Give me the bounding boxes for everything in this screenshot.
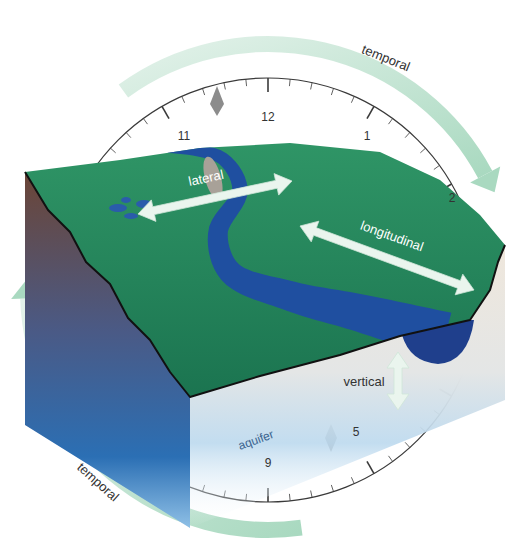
vertical-arrow — [387, 352, 409, 410]
clock-tick — [267, 78, 269, 92]
river-channel — [168, 143, 452, 359]
clock-number: 9 — [265, 457, 272, 469]
floodplain-surface — [25, 143, 505, 397]
floodplain-pond — [121, 197, 131, 203]
landscape-block — [25, 143, 505, 528]
clock-number: 1 — [364, 130, 371, 142]
clock-tick — [351, 477, 354, 483]
clock-tick — [311, 491, 312, 498]
clock-tick — [126, 132, 131, 137]
clock-hand — [210, 86, 224, 116]
block-edge — [25, 172, 505, 397]
clock-number: 12 — [261, 111, 274, 123]
clock-tick — [351, 96, 354, 102]
clock-tick — [289, 79, 291, 86]
clock-tick — [331, 485, 333, 492]
clock-tick — [311, 83, 312, 90]
temporal-arrowhead — [470, 167, 500, 193]
clock-tick — [367, 106, 374, 118]
clock-tick — [405, 132, 410, 137]
dimension-arrows — [138, 174, 474, 410]
clock-tick — [110, 148, 115, 153]
clock-tick — [434, 165, 440, 169]
clock-tick — [331, 88, 333, 95]
clock-tick — [367, 461, 374, 473]
clock-tick — [224, 83, 225, 90]
clock-tick — [405, 442, 410, 447]
clock-tick — [143, 118, 147, 124]
floodplain-pond — [109, 204, 127, 212]
clock-tick — [420, 148, 425, 153]
clock-tick — [289, 494, 291, 501]
clock-number: 5 — [353, 426, 360, 438]
clock-tick — [245, 79, 247, 86]
clock-number: 2 — [449, 192, 456, 204]
clock-number: 11 — [178, 130, 190, 142]
clock-tick — [388, 118, 392, 124]
dimension-label: vertical — [343, 375, 384, 388]
clock-tick — [202, 88, 204, 95]
floodplain-pond — [124, 213, 138, 219]
clock-tick — [182, 96, 185, 102]
clock-tick — [388, 456, 392, 462]
clock-tick — [162, 106, 169, 118]
